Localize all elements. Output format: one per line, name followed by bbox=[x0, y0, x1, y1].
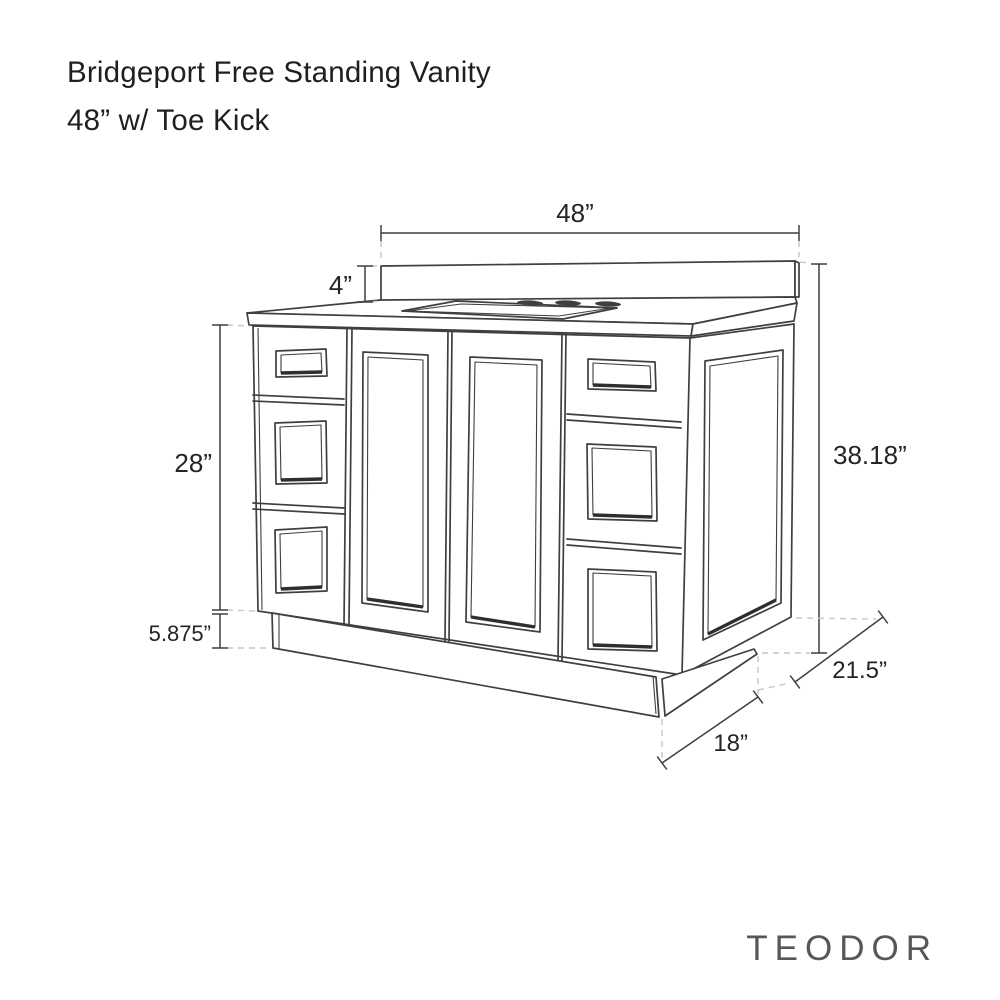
stile-left-b bbox=[348, 328, 353, 626]
dimension-depth: 21.5” bbox=[757, 610, 889, 691]
toe-kick bbox=[271, 612, 758, 718]
panel-outer bbox=[587, 568, 658, 652]
left-edge-inner-line bbox=[257, 327, 263, 611]
drawer-panel-middle bbox=[586, 443, 658, 522]
panel-outer bbox=[586, 443, 658, 522]
dimension-cabinet-height: 28” bbox=[174, 324, 256, 612]
door-left bbox=[361, 351, 429, 613]
toe-kick-side bbox=[661, 648, 758, 717]
extension-dashed-bottom bbox=[757, 682, 791, 691]
side-top-edge bbox=[689, 323, 795, 339]
left-drawer-bank bbox=[252, 348, 345, 594]
title-line-2: 48” w/ Toe Kick bbox=[67, 104, 270, 137]
dim-label-depth: 21.5” bbox=[832, 657, 887, 684]
brand-wordmark: TEODOR bbox=[746, 929, 938, 968]
side-rear-edge bbox=[790, 323, 795, 617]
drawing-title: Bridgeport Free Standing Vanity 48” w/ T… bbox=[67, 49, 491, 145]
tick-lower bbox=[789, 675, 801, 689]
dimension-top-width: 48” bbox=[380, 198, 800, 261]
title-line-1: Bridgeport Free Standing Vanity bbox=[67, 56, 491, 89]
backsplash-end-face bbox=[794, 260, 800, 298]
panel-shadow bbox=[366, 597, 424, 609]
rail-1a bbox=[566, 413, 682, 423]
panel-outer bbox=[275, 348, 328, 378]
panel-shadow bbox=[707, 598, 777, 636]
dim-label-backsplash-height: 4” bbox=[329, 270, 352, 300]
dimension-backsplash-height: 4” bbox=[329, 265, 380, 303]
panel-outer bbox=[361, 351, 429, 613]
panel-shadow bbox=[592, 513, 653, 519]
panel-shadow bbox=[280, 585, 323, 591]
panel-outer bbox=[274, 420, 328, 485]
extension-dashed-top bbox=[226, 324, 251, 327]
dim-label-toe-kick-height: 5.875” bbox=[149, 621, 211, 646]
side-bottom-edge bbox=[681, 616, 792, 676]
dimension-line bbox=[661, 696, 759, 764]
right-drawer-bank bbox=[566, 358, 682, 652]
tick-lower bbox=[656, 756, 668, 770]
panel-shadow bbox=[592, 643, 653, 649]
rail-1b bbox=[252, 400, 345, 406]
toe-kick-front bbox=[271, 612, 660, 718]
panel-outer bbox=[702, 349, 784, 641]
faucet-hole-right bbox=[595, 301, 621, 307]
countertop-side-edge bbox=[690, 302, 798, 337]
panel-outer bbox=[465, 356, 543, 633]
stile-right-a bbox=[557, 333, 563, 661]
drawer-panel-top bbox=[275, 348, 328, 378]
rail-2a bbox=[252, 502, 345, 509]
drawer-panel-top bbox=[587, 358, 657, 392]
dimension-line bbox=[794, 616, 884, 683]
dim-label-cabinet-height: 28” bbox=[174, 448, 212, 478]
rail-1a bbox=[252, 394, 345, 400]
backsplash-face bbox=[380, 260, 796, 302]
toe-kick-right-inner bbox=[652, 675, 657, 715]
drawer-panel-bottom bbox=[274, 526, 328, 594]
stile-left-a bbox=[343, 328, 348, 626]
sink-outline bbox=[401, 300, 618, 320]
door-gap-a bbox=[444, 330, 449, 643]
countertop bbox=[246, 296, 798, 337]
rail-2b bbox=[566, 544, 682, 555]
extension-dashed-top bbox=[799, 261, 811, 264]
dimension-toe-kick-height: 5.875” bbox=[149, 613, 268, 649]
sink-inner-rim bbox=[407, 303, 612, 317]
panel-shadow bbox=[280, 370, 323, 375]
dim-label-toe-kick-depth: 18” bbox=[713, 730, 748, 757]
panel-shadow bbox=[592, 383, 652, 389]
dim-label-overall-height: 38.18” bbox=[833, 440, 907, 470]
faucet-hole-center bbox=[555, 300, 581, 306]
door-right bbox=[465, 356, 543, 633]
backsplash bbox=[380, 260, 800, 302]
drawer-panel-bottom bbox=[587, 568, 658, 652]
dimension-overall-height: 38.18” bbox=[762, 261, 907, 654]
panel-outer bbox=[274, 526, 328, 594]
panel-outer bbox=[587, 358, 657, 392]
door-gap-b bbox=[448, 330, 453, 644]
drawer-panel-middle bbox=[274, 420, 328, 485]
panel-shadow bbox=[470, 615, 536, 629]
rail-1b bbox=[566, 419, 682, 429]
stile-right-b bbox=[561, 333, 567, 662]
tick-upper bbox=[877, 610, 889, 624]
tick-upper bbox=[752, 690, 764, 704]
dim-label-top-width: 48” bbox=[556, 198, 594, 228]
panel-inner bbox=[707, 355, 779, 635]
extension-dashed-top bbox=[795, 617, 877, 620]
rail-2b bbox=[252, 508, 345, 515]
panel-shadow bbox=[280, 477, 323, 482]
sink bbox=[401, 300, 621, 320]
dimension-toe-kick-depth: 18” bbox=[656, 656, 764, 770]
faucet-hole-left bbox=[517, 300, 543, 306]
extension-dashed-bottom bbox=[226, 609, 256, 612]
rail-2a bbox=[566, 538, 682, 549]
side-panel bbox=[681, 323, 795, 676]
